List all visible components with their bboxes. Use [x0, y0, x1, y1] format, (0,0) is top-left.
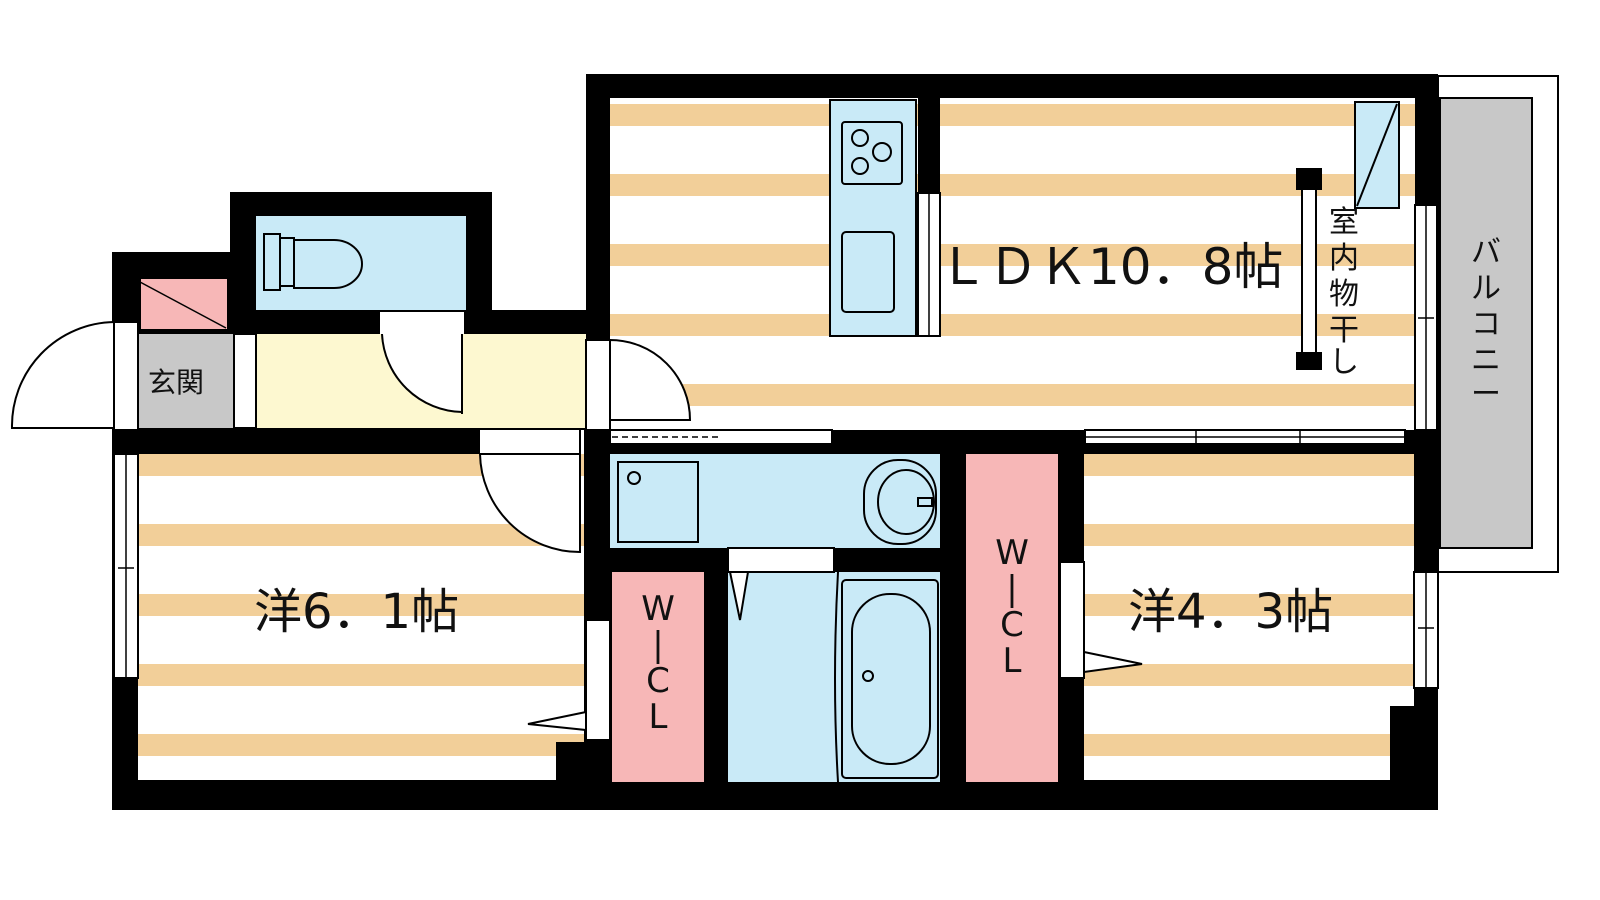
balcony-label-2: コ	[1471, 307, 1501, 342]
room-label-west-4: 洋4．3帖	[1128, 584, 1333, 640]
drying-label-3: 干	[1329, 313, 1359, 348]
closet-left-label-w: W	[641, 589, 675, 629]
sink-icon	[841, 231, 895, 313]
washbasin-icon	[863, 459, 937, 545]
drying-label-2: 物	[1329, 277, 1359, 312]
room-west-4: 洋4．3帖	[1059, 454, 1439, 782]
room-label-ldk: ＬＤＫ10．8帖	[938, 238, 1283, 296]
drying-area-label: 室 内 物 干 し	[1329, 205, 1359, 380]
drying-label-1: 内	[1329, 241, 1359, 276]
entrance: 玄関	[10, 277, 257, 431]
washroom	[610, 454, 940, 548]
closet-right-label-bar: |	[1006, 569, 1017, 609]
drying-label-4: し	[1329, 345, 1359, 380]
closet-right-label-l: L	[1003, 641, 1022, 681]
closet-right: W | C L	[966, 454, 1058, 782]
balcony-label-4: ー	[1471, 377, 1501, 412]
storage-icon	[1354, 101, 1400, 209]
balcony-label-1: ル	[1471, 271, 1501, 306]
balcony-label: バ ル コ ニ ー	[1471, 235, 1501, 412]
closet-left-label-l: L	[649, 697, 668, 737]
closet-left-label-c: C	[646, 661, 670, 701]
drying-label-0: 室	[1329, 205, 1359, 240]
drying-rail-icon	[1296, 168, 1322, 370]
bathtub-icon	[841, 579, 939, 779]
toilet-room	[256, 216, 466, 310]
closet-left-label-bar: |	[652, 625, 663, 665]
room-label-entrance: 玄関	[148, 366, 204, 399]
balcony-label-0: バ	[1471, 235, 1501, 270]
closet-right-label-c: C	[1000, 605, 1024, 645]
washing-machine-icon	[617, 461, 699, 543]
room-ldk: ＬＤＫ10．8帖	[609, 98, 1438, 445]
bathroom	[727, 547, 940, 783]
corridor	[256, 312, 692, 431]
toilet-icon	[263, 233, 363, 291]
closet-right-label-w: W	[995, 533, 1029, 573]
room-label-west-6: 洋6．1帖	[254, 584, 459, 640]
balcony-label-3: ニ	[1471, 343, 1501, 378]
balcony	[1437, 75, 1559, 573]
stove-icon	[841, 121, 903, 185]
closet-left: W | C L	[612, 572, 704, 782]
room-west-6: 洋6．1帖	[113, 430, 611, 782]
